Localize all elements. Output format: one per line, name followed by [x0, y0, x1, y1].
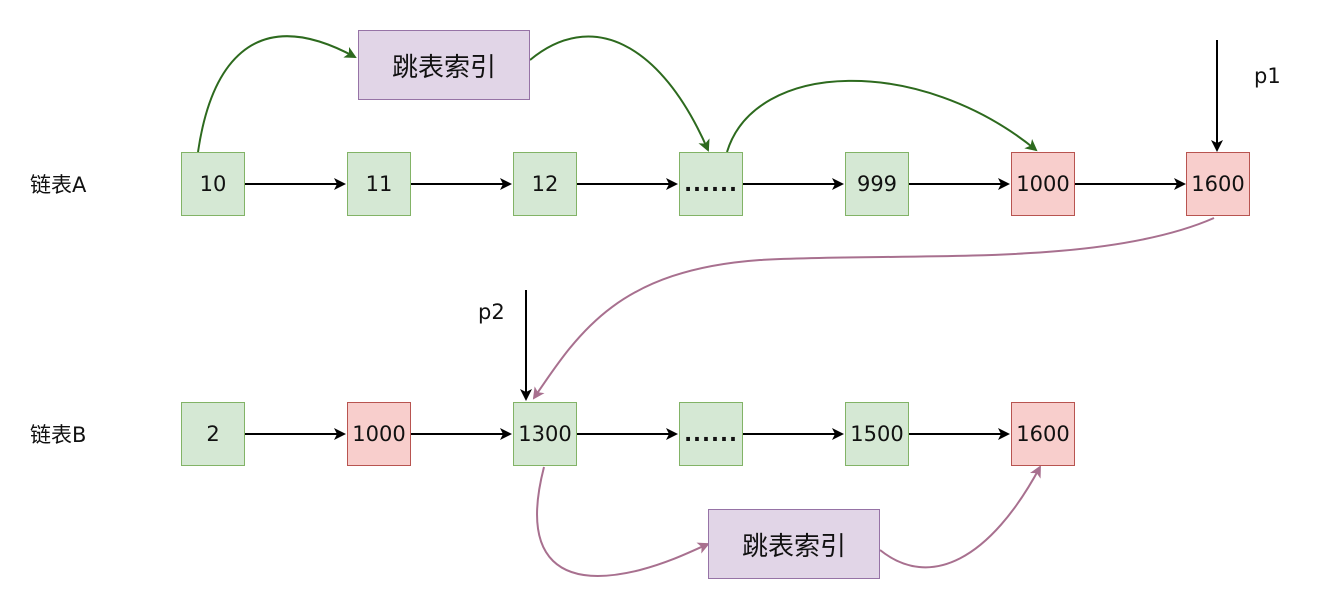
- list-b-node-match: 1600: [1011, 402, 1075, 466]
- list-a-node: 10: [181, 152, 245, 216]
- skip-arrow-dots-to-1000: [726, 79, 1038, 153]
- list-b-node: 2: [181, 402, 245, 466]
- skip-index-box-top: 跳表索引: [358, 30, 530, 100]
- skip-arrow-1300-to-index: [536, 466, 710, 577]
- list-a-node-ellipsis: ......: [679, 152, 743, 216]
- skip-arrow-a-to-index: [197, 35, 357, 153]
- list-b-node: 1300: [513, 402, 577, 466]
- list-a-node: 999: [845, 152, 909, 216]
- skip-arrow-index-to-1600: [879, 465, 1041, 569]
- list-b-label: 链表B: [30, 423, 87, 447]
- list-b-node-match: 1000: [347, 402, 411, 466]
- skip-arrow-index-to-dots: [529, 35, 710, 152]
- p2-label: p2: [478, 300, 505, 324]
- p1-label: p1: [1254, 64, 1281, 88]
- list-a-node-match: 1000: [1011, 152, 1075, 216]
- list-a-node: 11: [347, 152, 411, 216]
- list-a-node-match: 1600: [1186, 152, 1250, 216]
- list-b-node-ellipsis: ......: [679, 402, 743, 466]
- list-a-label: 链表A: [30, 173, 87, 197]
- skip-index-box-bottom: 跳表索引: [708, 509, 880, 579]
- cross-list-arrow: [532, 217, 1215, 400]
- list-a-node: 12: [513, 152, 577, 216]
- list-b-node: 1500: [845, 402, 909, 466]
